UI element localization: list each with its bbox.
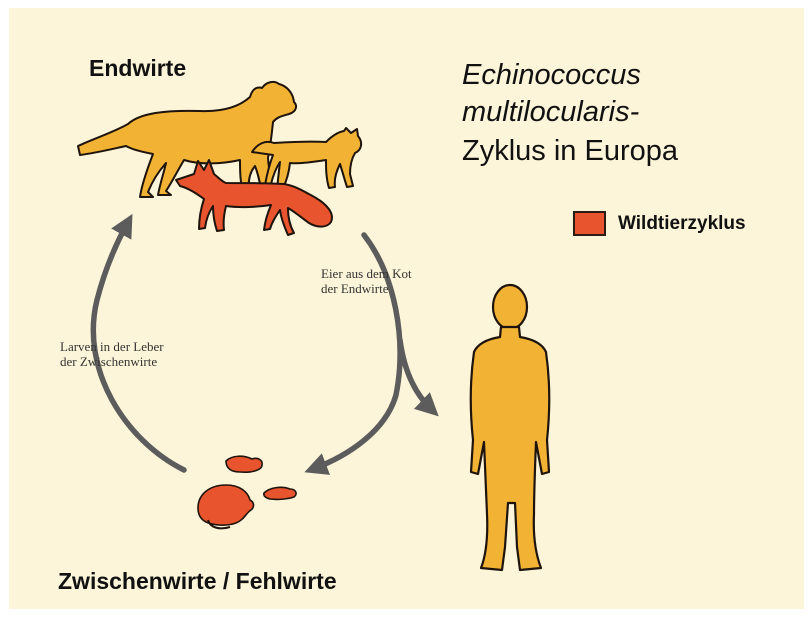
larvae-label-line-2: der Zwischenwirte (60, 354, 164, 369)
eggs-label-line-2: der Endwirte (321, 281, 412, 296)
legend-swatch-wildlife (573, 211, 606, 236)
eggs-label: Eier aus dem Kot der Endwirte (321, 266, 412, 296)
definitive-hosts-label: Endwirte (89, 55, 186, 82)
fox-icon (176, 160, 332, 235)
human-icon (471, 285, 549, 570)
larvae-label: Larven in der Leber der Zwischenwirte (60, 339, 164, 369)
title-line-3: Zyklus in Europa (462, 134, 678, 169)
title-line-1: Echinococcus (462, 58, 641, 93)
title-line-2: multilocularis- (462, 95, 639, 130)
arrow-endwirte-to-human (400, 340, 432, 410)
rodent-icon (198, 456, 296, 528)
larvae-label-line-1: Larven in der Leber (60, 339, 164, 354)
eggs-label-line-1: Eier aus dem Kot (321, 266, 412, 281)
intermediate-hosts-label: Zwischenwirte / Fehlwirte (58, 568, 337, 595)
legend-label: Wildtierzyklus (618, 213, 746, 235)
